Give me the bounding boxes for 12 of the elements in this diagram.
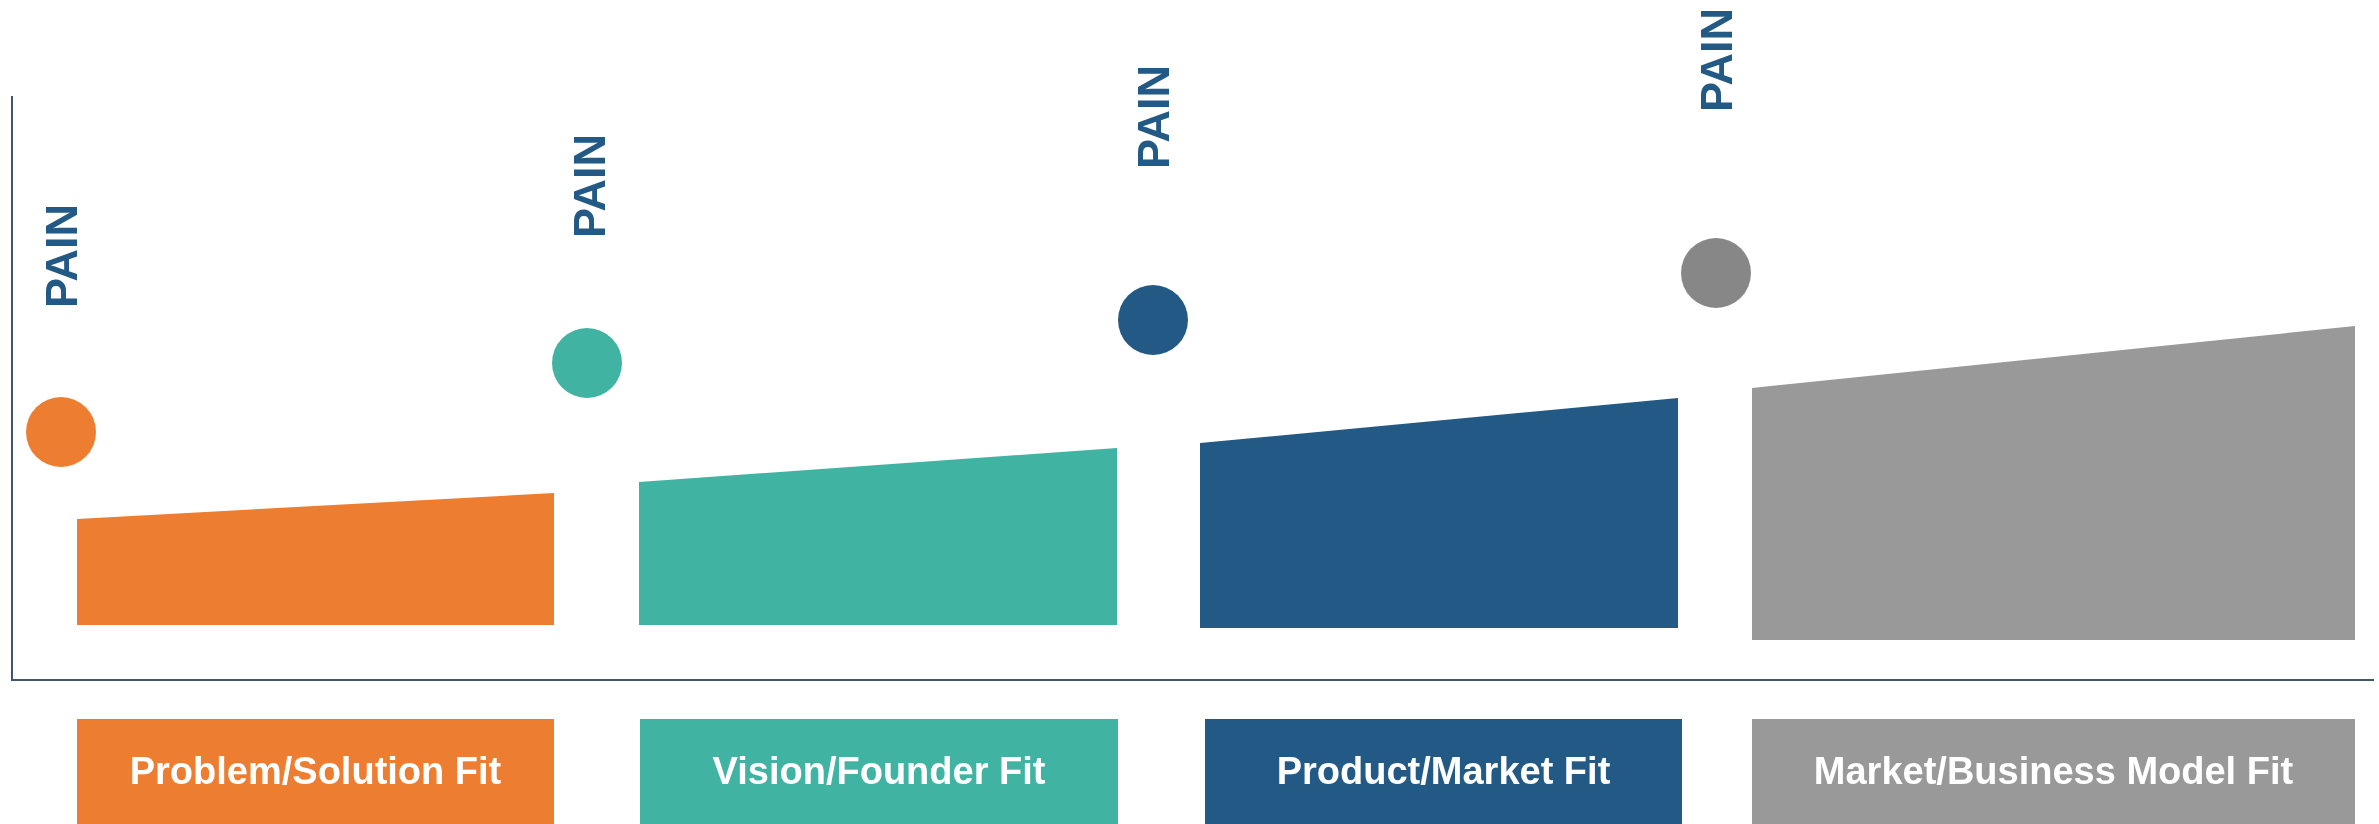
- stage-label: Vision/Founder Fit: [712, 750, 1046, 793]
- pain-label: PAIN: [1130, 64, 1176, 170]
- stage-label: Market/Business Model Fit: [1813, 750, 2294, 793]
- stage-box: [77, 719, 554, 824]
- pain-label: PAIN: [38, 203, 84, 309]
- pain-label: PAIN: [566, 133, 612, 239]
- pain-label: PAIN: [1693, 7, 1739, 113]
- stage-label: Problem/Solution Fit: [129, 750, 502, 793]
- stage-box: [1752, 719, 2355, 824]
- stage-box: [640, 719, 1118, 824]
- stage-label: Product/Market Fit: [1276, 750, 1611, 793]
- stage-box: [1205, 719, 1682, 824]
